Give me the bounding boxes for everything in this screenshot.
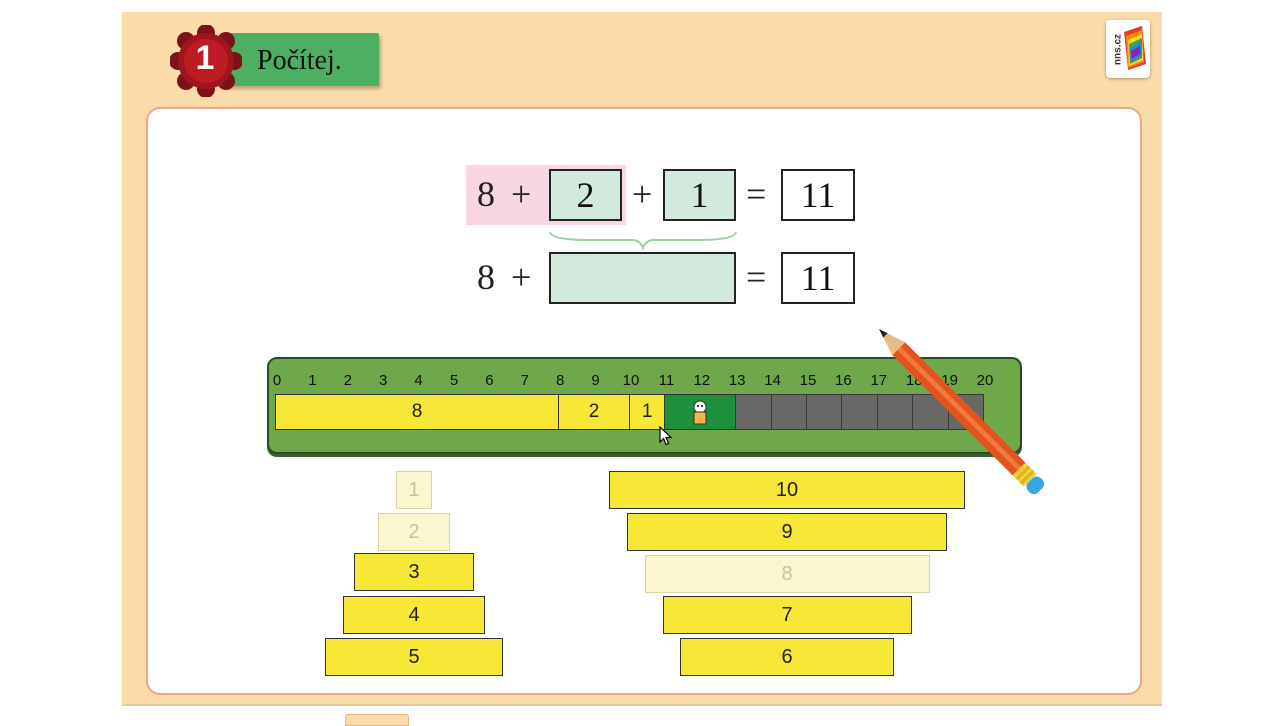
eq2-plus-sign: + xyxy=(511,257,532,297)
ruler-tick-label: 4 xyxy=(414,372,423,389)
number-rod[interactable]: 10 xyxy=(609,471,965,509)
eq1-plus-sign: + xyxy=(511,174,532,214)
ruler-segment-gray[interactable] xyxy=(735,394,772,430)
task-title: Počítej. xyxy=(257,45,342,76)
ruler-segment-green[interactable] xyxy=(664,394,737,430)
ruler-tick-label: 8 xyxy=(556,372,565,389)
task-number: 1 xyxy=(195,39,215,77)
number-rod[interactable]: 9 xyxy=(627,513,947,551)
frame-bottom-edge xyxy=(122,704,1162,706)
ruler-tick-label: 7 xyxy=(520,372,529,389)
eq1-second-addend-box[interactable]: 2 xyxy=(549,169,622,221)
eq1-result-box[interactable]: 11 xyxy=(781,169,855,221)
ruler-tick-label: 17 xyxy=(870,372,888,389)
eq1-first-addend: 8 xyxy=(477,174,495,214)
ruler-tick-label: 12 xyxy=(693,372,711,389)
ruler-segment-gray[interactable] xyxy=(806,394,843,430)
next-page-tab[interactable] xyxy=(345,714,409,726)
ruler-segment-gray[interactable] xyxy=(770,394,807,430)
ruler-tick-label: 10 xyxy=(622,372,640,389)
ruler-segment-yellow[interactable]: 1 xyxy=(629,394,666,430)
ruler-tick-label: 0 xyxy=(272,372,282,389)
cat-mascot-icon xyxy=(693,400,707,425)
ruler-tick-label: 6 xyxy=(485,372,494,389)
pencil-tool-icon[interactable] xyxy=(876,326,1061,511)
ruler-tick-label: 14 xyxy=(764,372,781,389)
grouping-brace-icon xyxy=(549,231,737,250)
eq1-third-addend-box[interactable]: 1 xyxy=(663,169,736,221)
ruler-tick-label: 2 xyxy=(343,372,352,389)
number-rod[interactable]: 6 xyxy=(680,638,894,676)
eq1-equals-sign: = xyxy=(746,174,767,214)
number-rod[interactable]: 2 xyxy=(378,513,450,551)
number-rod[interactable]: 1 xyxy=(396,471,432,509)
number-rod[interactable]: 3 xyxy=(354,553,474,591)
ruler-segment-yellow[interactable]: 8 xyxy=(275,394,560,430)
ruler-tick-label: 11 xyxy=(658,372,675,389)
ruler-tick-label: 3 xyxy=(379,372,388,389)
ruler-segment-gray[interactable] xyxy=(876,394,914,430)
number-rod[interactable]: 8 xyxy=(644,555,930,593)
ruler-tick-label: 15 xyxy=(799,372,817,389)
number-rod[interactable]: 4 xyxy=(343,596,485,634)
ruler-segment-gray[interactable] xyxy=(841,394,878,430)
mouse-cursor-icon xyxy=(659,426,673,446)
task-header-strip xyxy=(222,33,379,86)
ruler-tick-label: 1 xyxy=(308,372,317,389)
ruler-tick-label: 9 xyxy=(591,372,600,389)
number-rod[interactable]: 5 xyxy=(325,638,503,676)
publisher-logo[interactable]: nns.cz xyxy=(1106,20,1150,78)
ruler-tick-label: 16 xyxy=(835,372,852,389)
ruler-tick-label: 20 xyxy=(976,372,994,389)
ruler-tick-label: 5 xyxy=(449,372,459,389)
eq2-first-addend: 8 xyxy=(477,257,495,297)
seal-badge-icon xyxy=(170,25,242,97)
eq2-equals-sign: = xyxy=(746,257,767,297)
eq2-sum-answer-box[interactable] xyxy=(549,252,736,304)
ruler-segment-yellow[interactable]: 2 xyxy=(558,394,630,430)
logo-label: nns.cz xyxy=(1112,33,1124,66)
number-rod[interactable]: 7 xyxy=(662,596,912,634)
eq2-result-box[interactable]: 11 xyxy=(781,252,855,304)
eq1-plus-sign-2: + xyxy=(632,174,653,214)
books-logo-icon xyxy=(1124,26,1146,70)
ruler-tick-label: 13 xyxy=(728,372,746,389)
